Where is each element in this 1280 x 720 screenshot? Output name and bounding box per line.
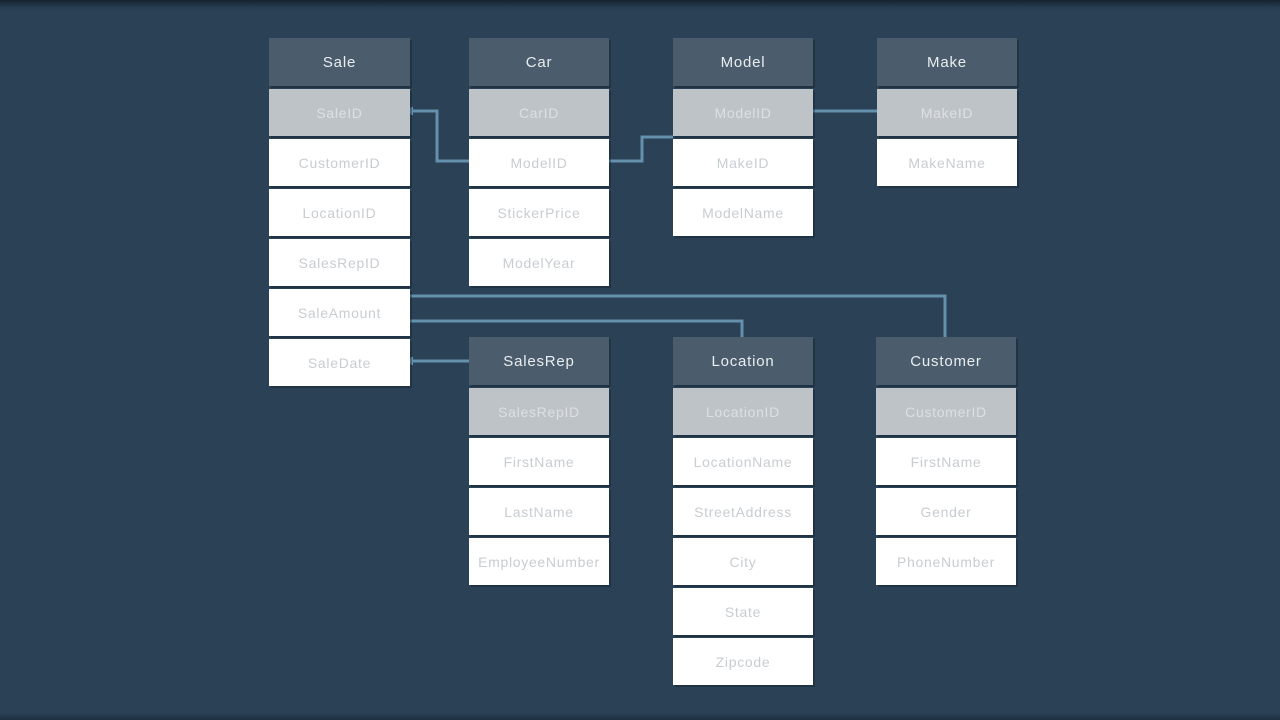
field-row-sale-3: SaleAmount — [269, 289, 410, 336]
field-row-customer-0: FirstName — [876, 438, 1016, 485]
primary-key-row-salesrep: SalesRepID — [469, 388, 609, 435]
primary-key-row-make: MakeID — [877, 89, 1017, 136]
field-row-car-0: ModelID — [469, 139, 609, 186]
connector-car-modelid-to-model — [609, 135, 673, 163]
field-row-customer-2: PhoneNumber — [876, 538, 1016, 585]
field-row-location-4: Zipcode — [673, 638, 813, 685]
field-row-sale-4: SaleDate — [269, 339, 410, 386]
field-row-location-1: StreetAddress — [673, 488, 813, 535]
connector-sale-saleid-to-car-modelid — [410, 109, 469, 163]
table-title-make: Make — [877, 38, 1017, 86]
table-title-location: Location — [673, 337, 813, 385]
field-row-model-1: ModelName — [673, 189, 813, 236]
connector-sale-to-customer — [410, 294, 947, 337]
field-row-salesrep-2: EmployeeNumber — [469, 538, 609, 585]
field-row-model-0: MakeID — [673, 139, 813, 186]
field-row-make-0: MakeName — [877, 139, 1017, 186]
table-title-customer: Customer — [876, 337, 1016, 385]
field-row-car-1: StickerPrice — [469, 189, 609, 236]
table-title-salesrep: SalesRep — [469, 337, 609, 385]
field-row-location-0: LocationName — [673, 438, 813, 485]
connector-sale-to-location — [410, 319, 744, 337]
field-row-location-3: State — [673, 588, 813, 635]
primary-key-row-location: LocationID — [673, 388, 813, 435]
field-row-salesrep-1: LastName — [469, 488, 609, 535]
table-title-car: Car — [469, 38, 609, 86]
field-row-customer-1: Gender — [876, 488, 1016, 535]
field-row-sale-0: CustomerID — [269, 139, 410, 186]
field-row-salesrep-0: FirstName — [469, 438, 609, 485]
field-row-sale-2: SalesRepID — [269, 239, 410, 286]
field-row-sale-1: LocationID — [269, 189, 410, 236]
field-row-location-2: City — [673, 538, 813, 585]
primary-key-row-car: CarID — [469, 89, 609, 136]
primary-key-row-sale: SaleID — [269, 89, 410, 136]
primary-key-row-model: ModelID — [673, 89, 813, 136]
primary-key-row-customer: CustomerID — [876, 388, 1016, 435]
table-title-sale: Sale — [269, 38, 410, 86]
table-title-model: Model — [673, 38, 813, 86]
field-row-car-2: ModelYear — [469, 239, 609, 286]
